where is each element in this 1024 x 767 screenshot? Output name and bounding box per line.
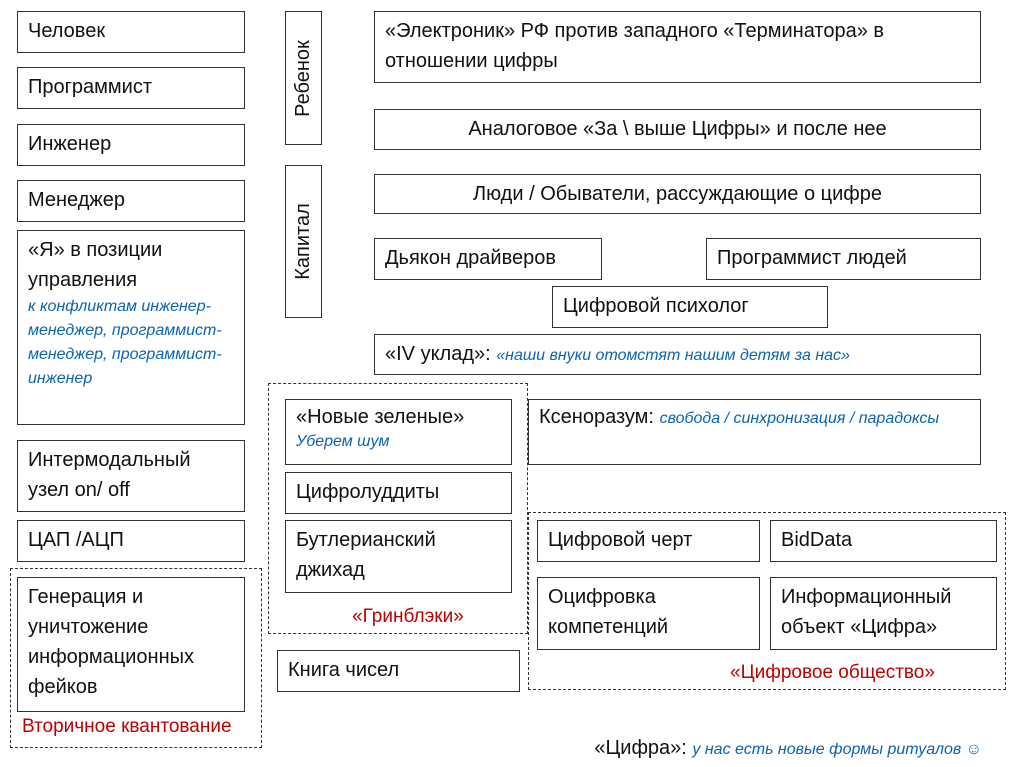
novye-title: «Новые зеленые» — [296, 406, 465, 428]
footer-note: у нас есть новые формы ритуалов ☺ — [692, 741, 982, 758]
kapital-text: Капитал — [292, 203, 315, 280]
box-uklad: «IV уклад»: «наши внуки отомстят нашим д… — [374, 334, 981, 375]
uklad-note: «наши внуки отомстят нашим детям за нас» — [496, 347, 850, 364]
box-generation: Генерация и уничтожение информационных ф… — [17, 577, 245, 712]
uklad-title: «IV уклад»: — [385, 343, 491, 365]
footer: «Цифра»: у нас есть новые формы ритуалов… — [594, 737, 982, 762]
box-rebenok: Ребенок — [285, 11, 322, 145]
rebenok-text: Ребенок — [292, 39, 315, 117]
box-elektronik: «Электроник» РФ против западного «Термин… — [374, 11, 981, 83]
label-greenblack: «Гринблэки» — [352, 606, 464, 627]
box-dyakon: Дьякон драйверов — [374, 238, 602, 280]
box-psiholog: Цифровой психолог — [552, 286, 828, 328]
ksenorazum-note: свобода / синхронизация / парадоксы — [659, 410, 940, 427]
novye-note: Уберем шум — [296, 433, 390, 450]
box-kapital: Капитал — [285, 165, 322, 318]
box-ocifrovka: Оцифровка компетенций — [537, 577, 760, 650]
box-chelovek: Человек — [17, 11, 245, 53]
box-luddity: Цифролуддиты — [285, 472, 512, 514]
box-prog-lyudey: Программист людей — [706, 238, 981, 280]
box-novye: «Новые зеленые» Уберем шум — [285, 399, 512, 465]
box-butler: Бутлерианский джихад — [285, 520, 512, 593]
box-ksenorazum: Ксеноразум: свобода / синхронизация / па… — [528, 399, 981, 465]
box-lyudi: Люди / Обыватели, рассуждающие о цифре — [374, 174, 981, 214]
box-cap: ЦАП /АЦП — [17, 520, 245, 562]
box-chert: Цифровой черт — [537, 520, 760, 562]
box-inzhener: Инженер — [17, 124, 245, 166]
ksenorazum-title: Ксеноразум: — [539, 406, 654, 428]
box-menedzher: Менеджер — [17, 180, 245, 222]
box-programmist: Программист — [17, 67, 245, 109]
group-society — [528, 512, 1006, 690]
box-intermodal: Интермодальный узел on/ off — [17, 440, 245, 512]
label-secondary: Вторичное квантование — [22, 716, 232, 737]
ya-title: «Я» в позиции управления — [28, 239, 163, 291]
box-biddata: BidData — [770, 520, 997, 562]
box-analog: Аналоговое «За \ выше Цифры» и после нее — [374, 109, 981, 150]
label-society: «Цифровое общество» — [730, 662, 935, 683]
group-secondary — [10, 568, 262, 748]
ya-note: к конфликтам инженер-менеджер, программи… — [28, 298, 222, 387]
box-ya: «Я» в позиции управления к конфликтам ин… — [17, 230, 245, 425]
group-greenblack — [268, 383, 528, 634]
box-obekt: Информационный объект «Цифра» — [770, 577, 997, 650]
box-kniga: Книга чисел — [277, 650, 520, 692]
footer-title: «Цифра»: — [594, 737, 687, 759]
